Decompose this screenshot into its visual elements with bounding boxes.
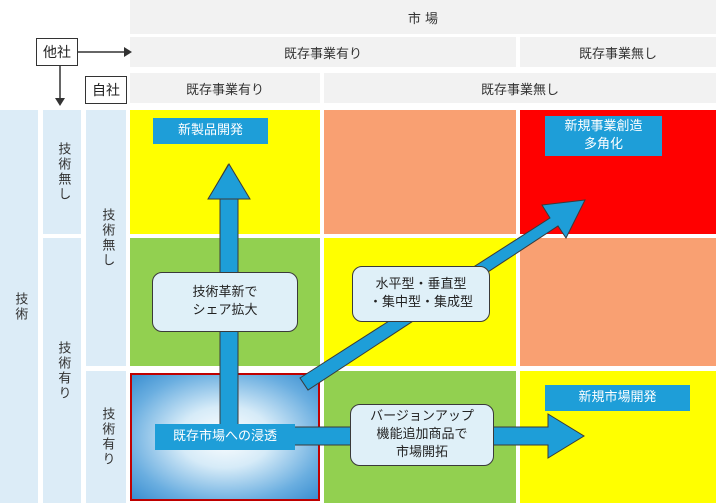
new-business-tag: 新規事業創造 多角化 xyxy=(545,116,662,156)
up-arrow-head xyxy=(207,163,251,200)
market-header: 市 場 xyxy=(130,0,716,34)
other-company-right-arrow xyxy=(78,47,132,57)
other-none-header: 既存事業無し xyxy=(520,37,716,67)
innovation-callout: 技術革新で シェア拡大 xyxy=(152,272,298,332)
other-company-label: 他社 xyxy=(36,38,78,66)
other-tech-none: 技術無し xyxy=(43,110,81,234)
version-up-callout: バージョンアップ 機能追加商品で 市場開拓 xyxy=(350,404,494,466)
other-tech-has: 技術有り xyxy=(43,238,81,503)
own-tech-has: 技術有り xyxy=(86,371,126,503)
integration-callout: 水平型・垂直型 ・集中型・集成型 xyxy=(352,266,490,322)
cell-r2c3 xyxy=(520,238,716,366)
new-product-tag: 新製品開発 xyxy=(153,118,268,144)
own-none-header: 既存事業無し xyxy=(324,73,716,103)
own-existing-header: 既存事業有り xyxy=(130,73,320,103)
cell-r1c2 xyxy=(324,110,516,234)
technology-side: 技術 xyxy=(0,110,38,503)
market-penetration-tag: 既存市場への浸透 xyxy=(155,424,295,450)
other-existing-header: 既存事業有り xyxy=(130,37,516,67)
other-company-down-arrow xyxy=(55,66,65,106)
own-tech-none: 技術無し xyxy=(86,110,126,366)
new-market-tag: 新規市場開発 xyxy=(545,385,690,411)
own-company-label: 自社 xyxy=(85,76,127,104)
